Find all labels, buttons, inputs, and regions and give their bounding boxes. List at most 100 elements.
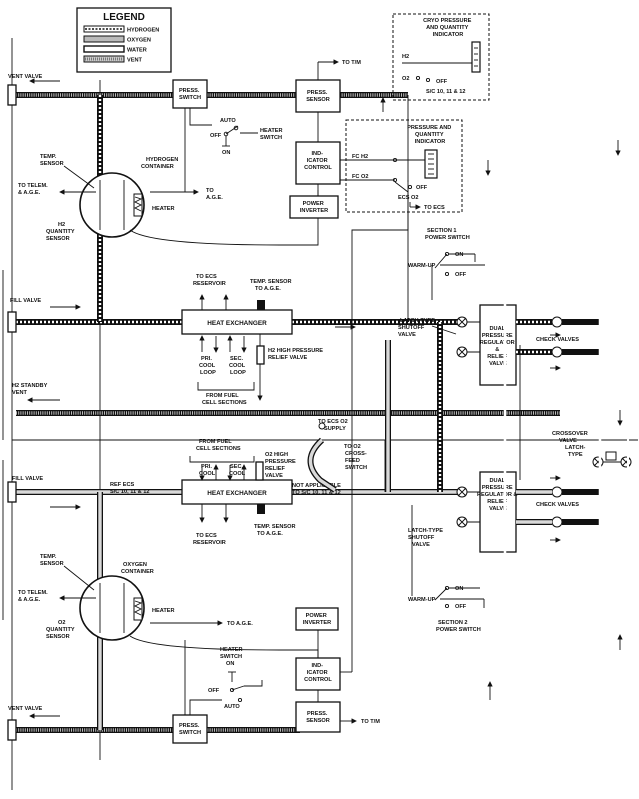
legend-title: LEGEND [103,12,145,23]
h2-standby-vent-line: H2 STANDBY VENT [12,383,560,416]
svg-text:SEC. COOL: SEC. COOL [229,464,246,477]
svg-text:TO TELEM. & A.G.E.: TO TELEM. & A.G.E. [18,590,49,603]
legend-item-water: WATER [127,48,147,54]
svg-text:TEMP. SENSOR TO A.G.E.: TEMP. SENSOR TO A.G.E. [250,279,293,292]
svg-text:TO ECS RESERVOIR: TO ECS RESERVOIR [193,533,226,546]
legend: LEGEND HYDROGEN OXYGEN WATER VENT [76,7,172,73]
svg-text:CHECK VALVES: CHECK VALVES [536,502,579,508]
svg-text:FC O2: FC O2 [352,174,368,180]
svg-text:FC H2: FC H2 [352,154,368,160]
svg-text:REF ECS S/C 10, 11 & 12: REF ECS S/C 10, 11 & 12 [110,482,150,495]
svg-text:PRESS. SWITCH: PRESS. SWITCH [179,723,201,736]
svg-text:CHECK VALVES: CHECK VALVES [536,337,579,343]
svg-text:AUTO: AUTO [224,704,240,710]
svg-text:OFF: OFF [455,604,467,610]
svg-text:OFF: OFF [416,185,428,191]
svg-text:DUAL PRESSURE REGU: DUAL PRESSURE REGULATOR & RELIEF VALVE [477,478,519,512]
o2-crossfeed: TO ECS O2 SUPPLY TO O2 CROSS- FEED SWITC… [307,419,386,493]
svg-text:CRYO PRESSURE AND QUANTI: CRYO PRESSURE AND QUANTITY INDICATOR [423,18,473,38]
to-tm-bottom: TO T/M [361,719,380,725]
check-valves-1: CHECK VALVES [516,316,600,371]
svg-text:POWER INVERTER: POWER INVERTER [300,201,328,214]
vent-line-bottom: VENT VALVE [7,706,300,741]
o2-heat-exchanger: HEAT EXCHANGER FROM FUEL CELL SECTIONS P… [110,439,341,546]
section2-power-switch[interactable]: LATCH-TYPE SHUTOFF VALVE ON WARM-UP OFF … [408,505,485,633]
svg-text:LATCH-TYPE SHUTOFF: LATCH-TYPE SHUTOFF VALVE [398,318,437,338]
section1-power-switch[interactable]: SECTION 1 POWER SWITCH ON WARM-UP OFF [408,228,485,300]
svg-text:TO A.G.E.: TO A.G.E. [227,621,253,627]
svg-text:ON: ON [222,150,230,156]
hydrogen-container: HEATER HYDROGEN CONTAINER TEMP. SENSOR T… [18,108,319,246]
svg-text:TO O2 CROSS- FEED: TO O2 CROSS- FEED SWITCH [344,444,368,471]
svg-text:O2 HIGH PRESSURE R: O2 HIGH PRESSURE RELIEF VALVE [265,452,297,479]
svg-text:WARM-UP: WARM-UP [408,263,436,269]
svg-text:H2 HIGH PRESSURE RELIEF: H2 HIGH PRESSURE RELIEF VALVE [268,348,325,361]
svg-text:TO ECS: TO ECS [424,205,445,211]
svg-text:TO ECS RESERVOIR: TO ECS RESERVOIR [193,274,226,287]
svg-text:TO TELEM. & A.G.E.: TO TELEM. & A.G.E. [18,183,49,196]
oxygen-container: HEATER OXYGEN CONTAINER TEMP. SENSOR TO … [18,554,319,715]
svg-text:OFF: OFF [455,272,467,278]
svg-text:FROM FUEL CELL SECTIONS: FROM FUEL CELL SECTIONS [196,439,241,452]
svg-text:TO ECS O2 SUPPLY: TO ECS O2 SUPPLY [318,419,349,432]
fill-valve-o2-label: FILL VALVE [12,476,43,482]
oxygen-press-switch: PRESS. SWITCH [172,714,208,744]
svg-text:HEATER: HEATER [152,206,175,212]
o2-temp-sensor-label: TEMP. SENSOR [40,554,64,567]
svg-text:SECTION 1 POWER SWITCH: SECTION 1 POWER SWITCH [425,228,470,241]
svg-text:HEAT EXCHANGER: HEAT EXCHANGER [207,320,267,327]
hydrogen-press-switch: PRESS. SWITCH [172,79,208,109]
dual-pressure-regulator-2: DUAL PRESSURE REGULATOR & RELIEF VALVE [456,471,519,553]
check-valves-2: CHECK VALVES [516,475,600,543]
svg-text:SEC. COOL LOOP: SEC. COOL LOOP [229,356,247,376]
legend-item-hydrogen: HYDROGEN [127,28,159,34]
to-tm-top: TO T/M [342,60,361,66]
svg-text:POWER INVERTER: POWER INVERTER [303,613,331,626]
svg-text:LATCH-TYPE SHUTOFF: LATCH-TYPE SHUTOFF VALVE [408,528,445,548]
svg-text:TO A.G.E.: TO A.G.E. [206,188,223,201]
svg-text:ON: ON [455,252,463,258]
hydrogen-press-sensor: PRESS. SENSOR TO T/M [295,59,361,113]
svg-text:HEATER SWITCH: HEATER SWITCH [260,128,284,141]
fill-valve-h2-label: FILL VALVE [10,298,41,304]
vent-line-top: VENT VALVE [7,74,408,106]
svg-text:O2 QUANTITY SENSOR: O2 QUANTITY SENSOR [46,620,76,640]
svg-text:FROM FUEL CELL SECTIONS: FROM FUEL CELL SECTIONS [202,393,247,406]
svg-text:HEAT EXCHANGER: HEAT EXCHANGER [207,490,267,497]
vent-valve-bottom-label: VENT VALVE [8,706,43,712]
legend-item-vent: VENT [127,58,143,64]
indicator-control-top: IND- ICATOR CONTROL POWER INVERTER FC H2… [289,112,395,219]
right-frame [485,36,639,790]
svg-text:OFF: OFF [436,79,448,85]
heater-switch-bottom[interactable]: HEATER SWITCH ON OFF AUTO [189,647,263,715]
svg-text:PRI. COOL LOOP: PRI. COOL LOOP [199,356,217,376]
legend-item-oxygen: OXYGEN [127,38,151,44]
svg-text:WARM-UP: WARM-UP [408,597,436,603]
vent-valve-top-label: VENT VALVE [8,74,43,80]
svg-text:PRESS. SENSOR: PRESS. SENSOR [306,90,330,103]
svg-text:OXYGEN CONTAINER: OXYGEN CONTAINER [121,562,154,575]
regulator-feed-lines [385,95,521,492]
h2-temp-sensor-label: TEMP. SENSOR [40,154,64,167]
svg-text:CROSSOVER VALVE LA: CROSSOVER VALVE LATCH- TYPE [552,431,589,458]
svg-text:DUAL PRESSURE REGU: DUAL PRESSURE REGULATOR & RELIEF VALVE [480,326,516,367]
cryo-pressure-indicator: CRYO PRESSURE AND QUANTITY INDICATOR H2 … [380,13,490,112]
svg-text:AUTO: AUTO [220,118,236,124]
svg-text:PRESSURE AND QUANTITY: PRESSURE AND QUANTITY INDICATOR [407,125,453,145]
svg-text:OFF: OFF [210,133,222,139]
pressure-quantity-indicator: PRESSURE AND QUANTITY INDICATOR OFF ECS … [345,119,463,213]
h2-standby-vent-label: H2 STANDBY VENT [12,383,49,396]
svg-text:HEATER SWITCH ON: HEATER SWITCH ON [220,647,244,667]
svg-text:OFF: OFF [208,688,220,694]
svg-text:TEMP. SENSOR TO A.G.E.: TEMP. SENSOR TO A.G.E. [254,524,297,537]
crossover-valve: CROSSOVER VALVE LATCH- TYPE [552,431,632,468]
svg-text:PRESS. SWITCH: PRESS. SWITCH [179,88,201,101]
svg-text:IND- ICATOR CONTRO: IND- ICATOR CONTROL [304,151,332,171]
dual-pressure-regulator-1: DUAL PRESSURE REGULATOR & RELIEF VALVE L… [398,304,517,386]
svg-text:PRI. COOL: PRI. COOL [199,464,216,477]
svg-text:PRESS. SENSOR: PRESS. SENSOR [306,711,330,724]
svg-text:IND- ICATOR CONTRO: IND- ICATOR CONTROL [304,663,332,683]
svg-text:HEATER: HEATER [152,608,175,614]
svg-text:SECTION 2 POWER SWITCH: SECTION 2 POWER SWITCH [436,620,481,633]
heater-switch-top[interactable]: AUTO OFF ON HEATER SWITCH [189,108,284,156]
